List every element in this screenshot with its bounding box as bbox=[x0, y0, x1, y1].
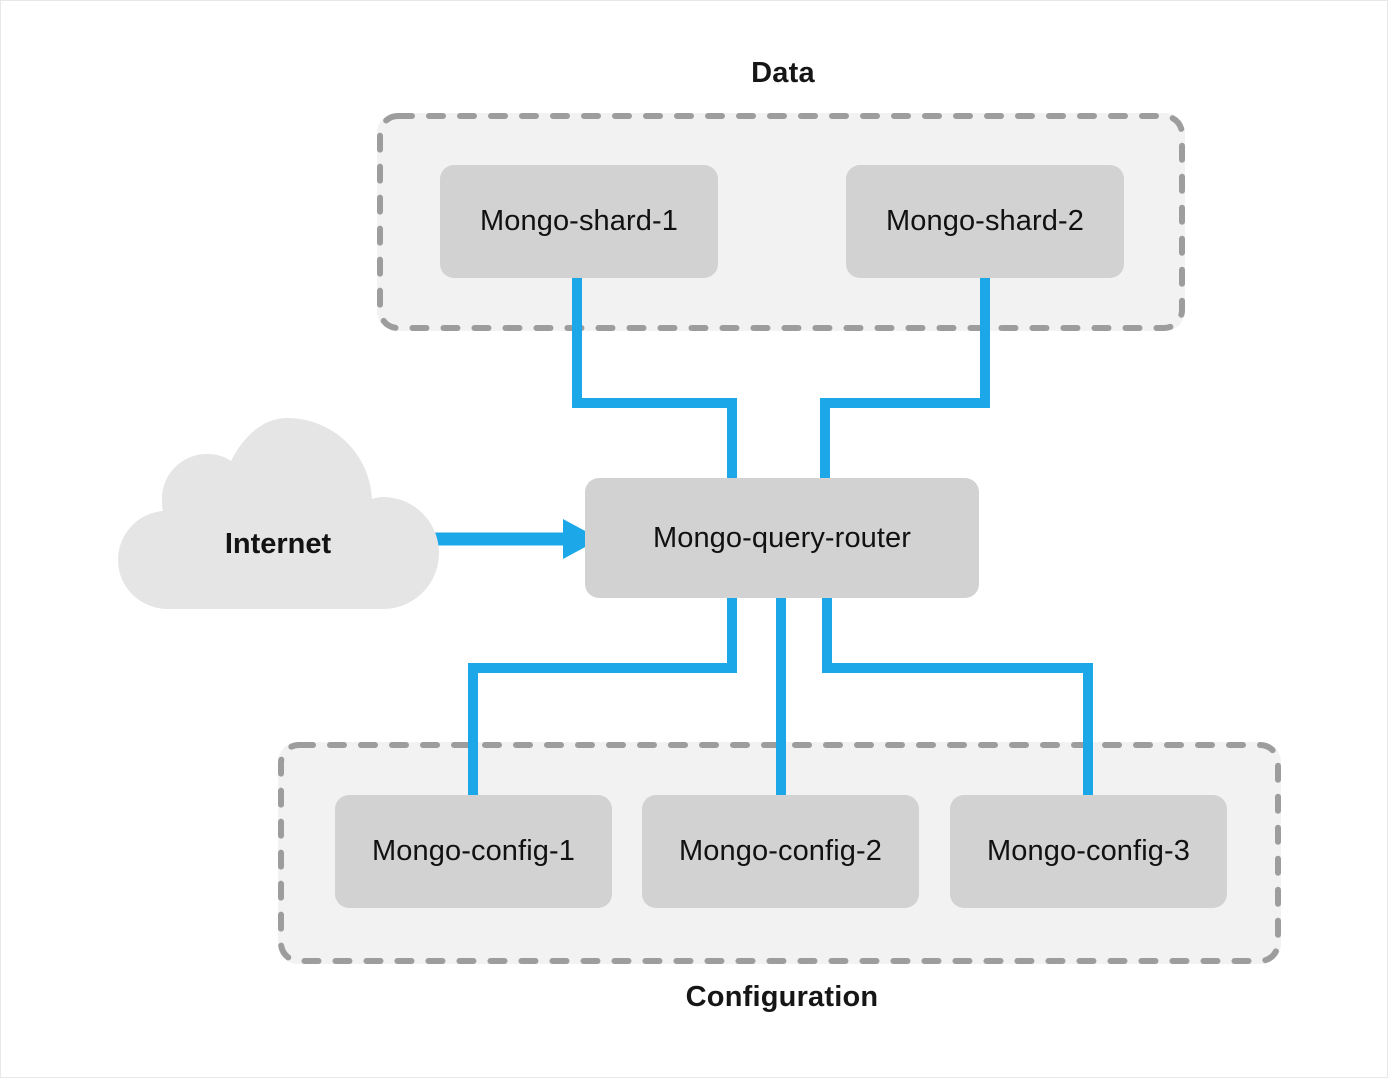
node-mongo-shard-1[interactable]: Mongo-shard-1 bbox=[440, 165, 718, 278]
node-mongo-config-3[interactable]: Mongo-config-3 bbox=[950, 795, 1227, 908]
configuration-group-title: Configuration bbox=[685, 981, 879, 1013]
internet-label: Internet bbox=[224, 528, 332, 560]
node-mongo-config-1[interactable]: Mongo-config-1 bbox=[335, 795, 612, 908]
data-group-title: Data bbox=[751, 57, 815, 89]
node-mongo-shard-2[interactable]: Mongo-shard-2 bbox=[846, 165, 1124, 278]
node-mongo-config-2[interactable]: Mongo-config-2 bbox=[642, 795, 919, 908]
node-mongo-query-router[interactable]: Mongo-query-router bbox=[585, 478, 979, 598]
data-group-dashed-border bbox=[377, 113, 1185, 331]
cloud-icon bbox=[112, 414, 452, 633]
